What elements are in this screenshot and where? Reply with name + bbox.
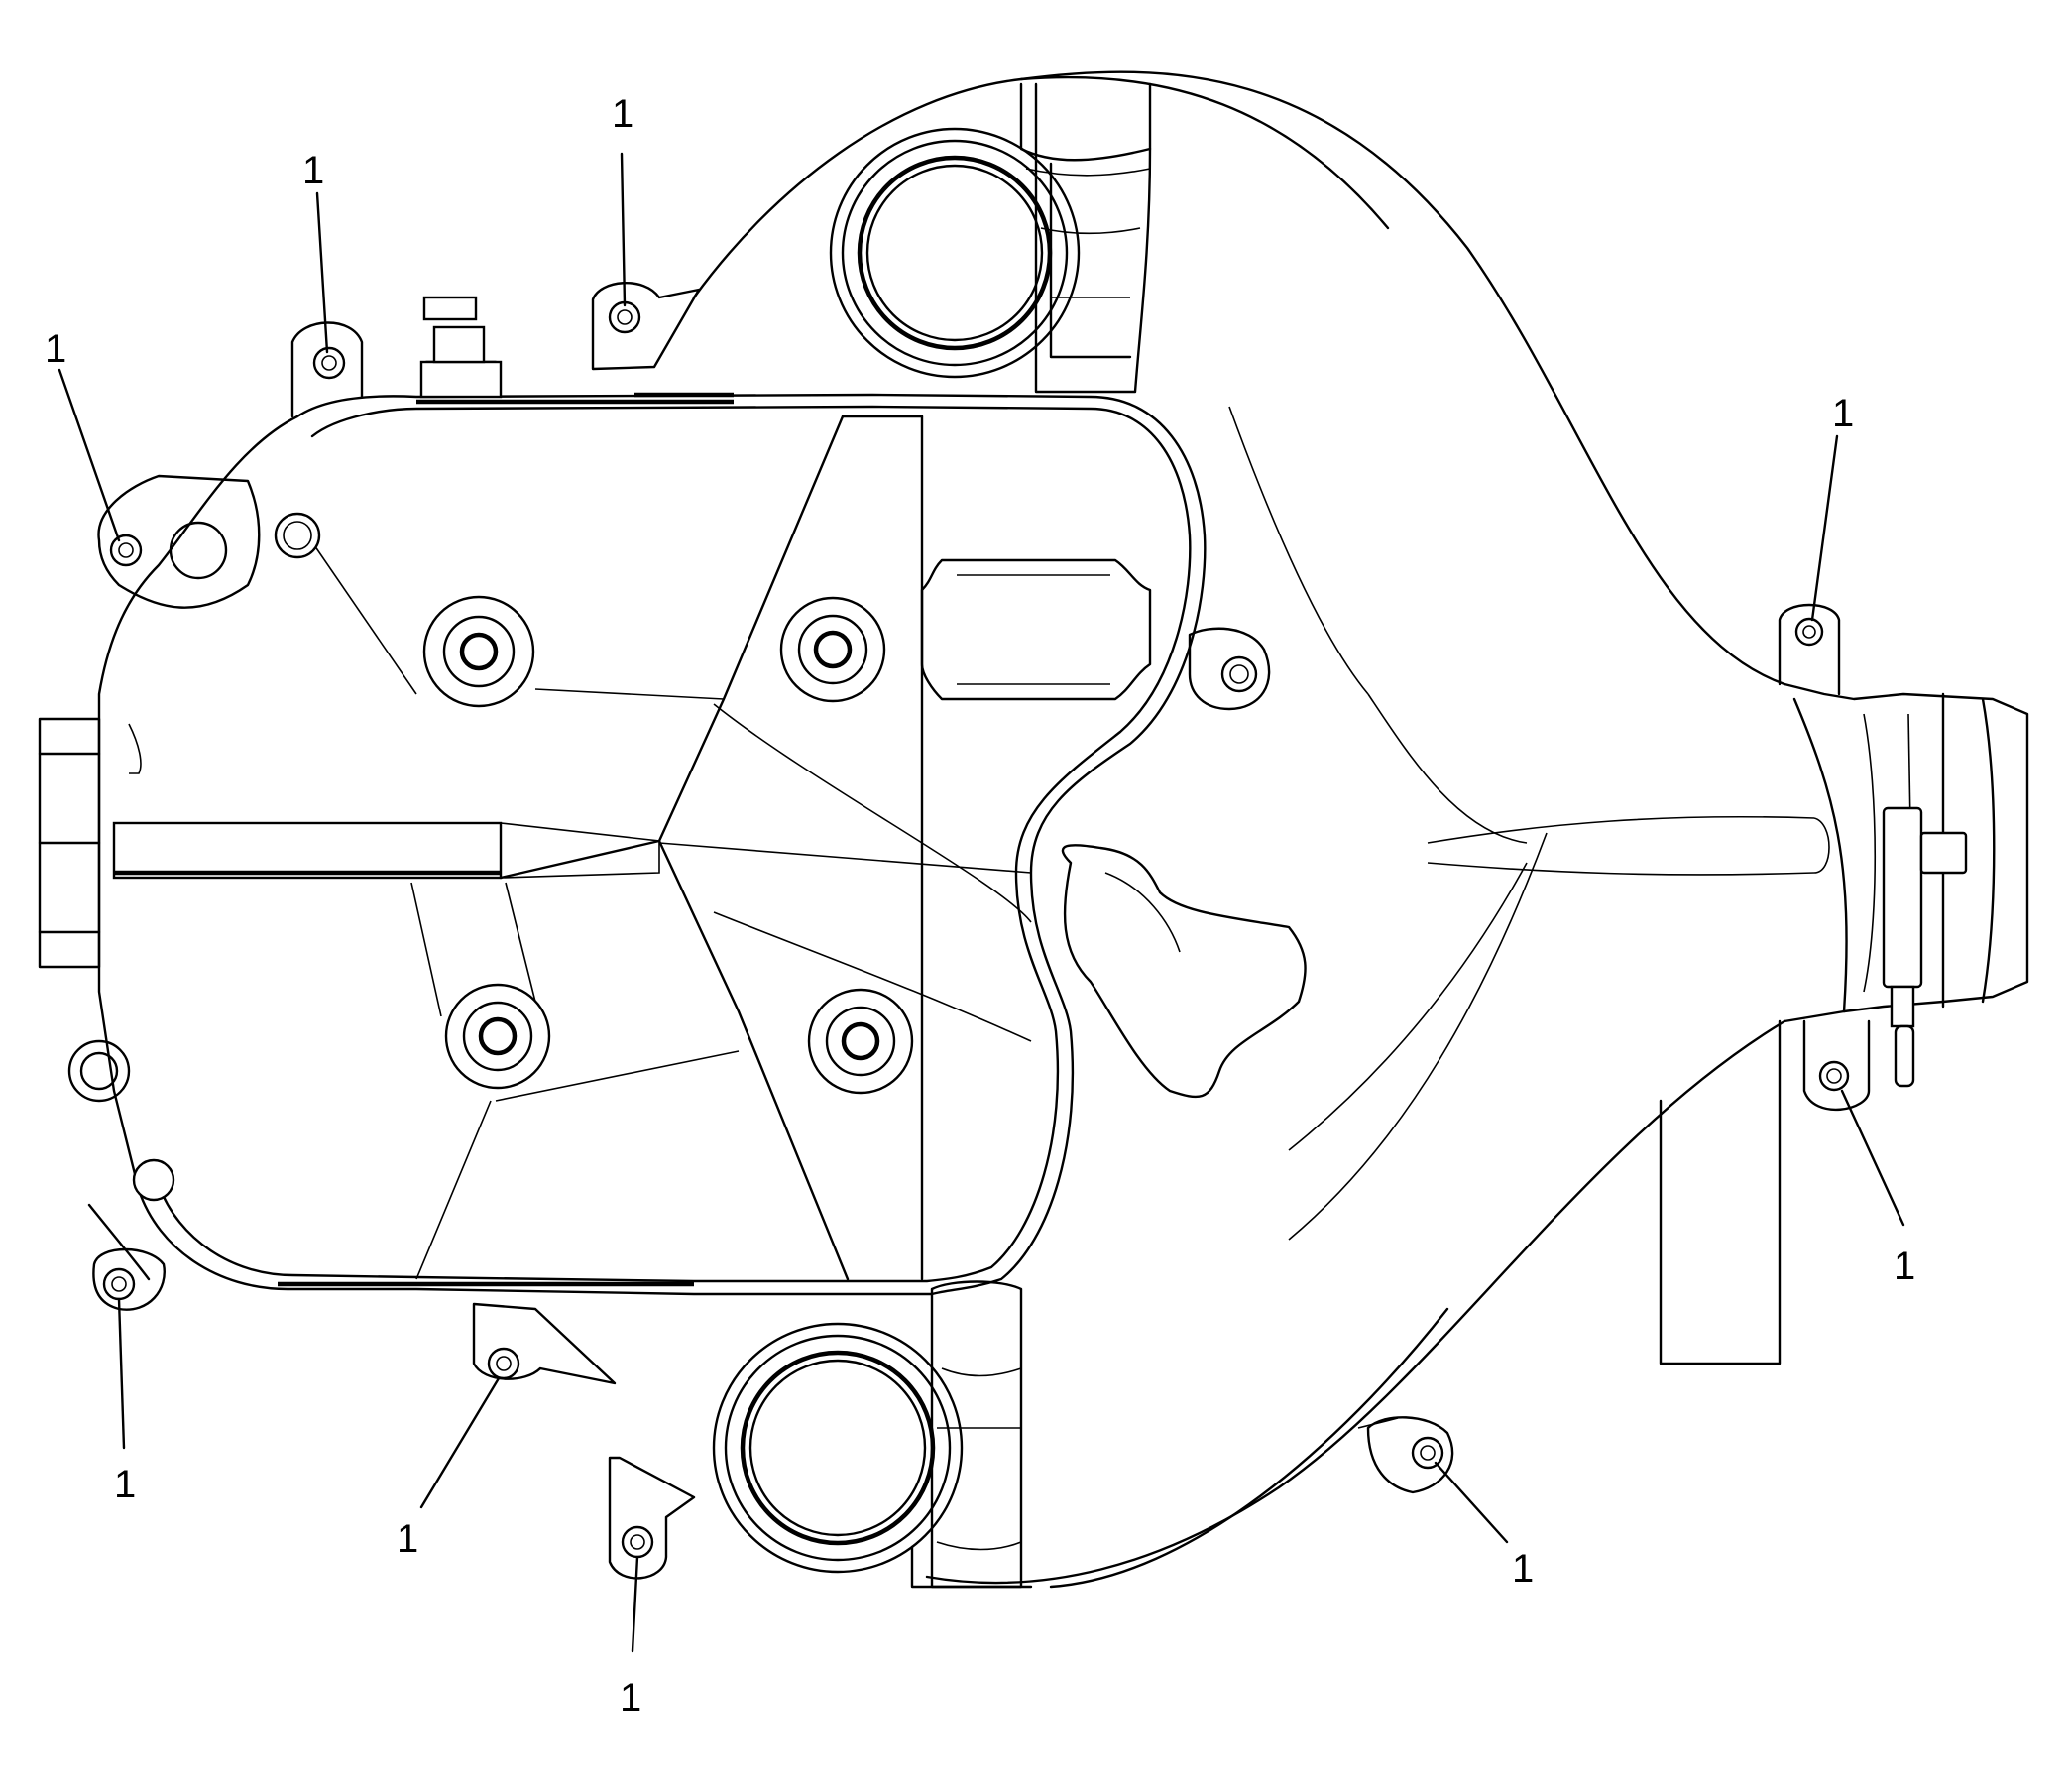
callout-label: 1	[1832, 392, 1854, 435]
plenum-body	[38, 296, 1307, 1296]
manifold-outer-shell	[692, 70, 1786, 1589]
leader-c7	[419, 1376, 501, 1509]
leader-c8	[631, 1555, 639, 1653]
perimeter-bolt-ears	[67, 321, 364, 1311]
boss-4	[807, 988, 914, 1095]
callout-label: 1	[397, 1517, 418, 1561]
leader-c1	[58, 368, 121, 542]
upper-coolant-port	[591, 82, 1152, 394]
leader-c3	[620, 152, 627, 307]
callout-leaders	[58, 152, 1905, 1653]
callout-label: 1	[612, 92, 633, 136]
callout-label: 1	[302, 149, 324, 192]
boss-1	[422, 595, 535, 708]
leader-c2	[315, 191, 329, 354]
boss-2	[779, 596, 886, 703]
callout-label: 1	[45, 327, 66, 371]
lower-coolant-port	[472, 1280, 1454, 1589]
runner-bosses	[422, 595, 914, 1095]
callout-label: 1	[114, 1463, 136, 1506]
leader-c6	[117, 1297, 126, 1450]
leader-c4	[1810, 434, 1839, 622]
leader-c9	[1434, 1461, 1509, 1544]
boss-3	[444, 983, 551, 1090]
callout-label: 1	[1894, 1245, 1915, 1288]
callout-label: 1	[620, 1676, 641, 1720]
throttle-body	[1427, 603, 2029, 1365]
callout-label: 1	[1512, 1547, 1534, 1591]
callout-labels: 1 1 1 1 1 1 1 1 1	[45, 92, 1915, 1720]
leader-c5	[1840, 1089, 1905, 1227]
